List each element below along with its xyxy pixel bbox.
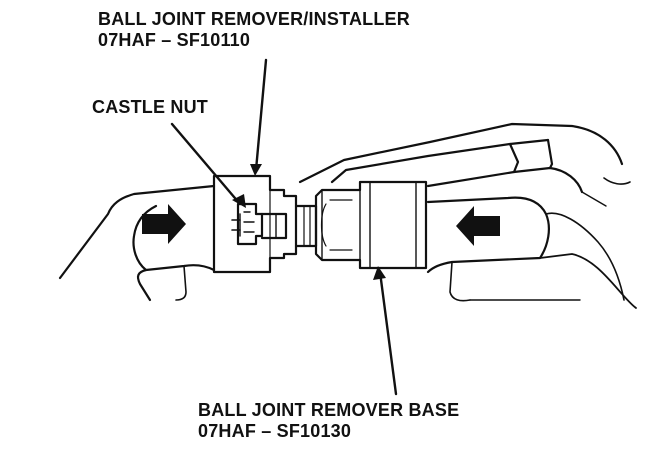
threaded-shaft: [294, 204, 318, 248]
leader-base: [378, 270, 398, 396]
installer-label: BALL JOINT REMOVER/INSTALLER 07HAF – SF1…: [98, 9, 410, 51]
leader-castle-nut-tip: [232, 194, 246, 208]
arrow-left-icon: [456, 206, 500, 246]
left-knuckle: [58, 184, 216, 302]
base-name: BALL JOINT REMOVER BASE: [198, 400, 460, 420]
installer-name: BALL JOINT REMOVER/INSTALLER: [98, 9, 410, 29]
castle-nut-name: CASTLE NUT: [92, 97, 208, 117]
installer-part-number: 07HAF – SF10110: [98, 30, 251, 50]
leader-installer: [254, 58, 268, 172]
castle-nut-label: CASTLE NUT: [92, 97, 208, 118]
leader-base-tip: [373, 266, 386, 280]
remover-installer-tool: [212, 174, 298, 274]
base-part-number: 07HAF – SF10130: [198, 421, 352, 441]
castle-nut-assembly: [231, 202, 288, 246]
leader-castle-nut: [170, 122, 242, 206]
base-label: BALL JOINT REMOVER BASE 07HAF – SF10130: [198, 400, 459, 442]
remover-base-tool: [314, 180, 428, 270]
leader-installer-tip: [250, 164, 262, 176]
arrow-right-icon: [142, 204, 186, 244]
upper-arm: [298, 122, 631, 207]
right-knuckle: [426, 196, 637, 309]
